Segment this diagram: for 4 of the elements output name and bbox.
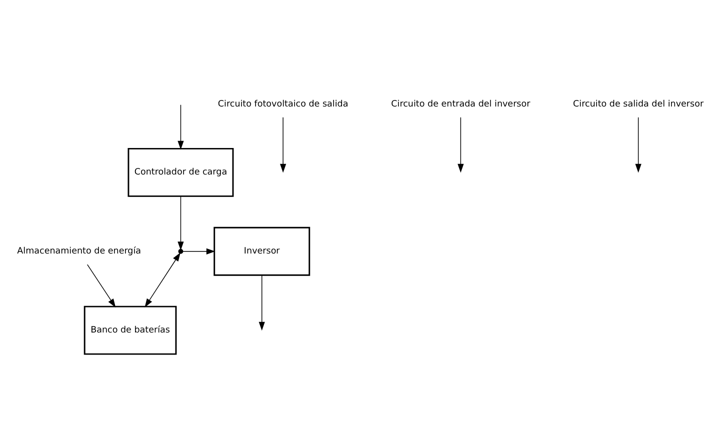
node-text: Circuito de salida del inversor [573,99,704,110]
node-text: Almacenamiento de energía [17,246,142,257]
node-text: Circuito de entrada del inversor [391,99,530,110]
node-text: Circuito fotovoltaico de salida [218,99,348,110]
